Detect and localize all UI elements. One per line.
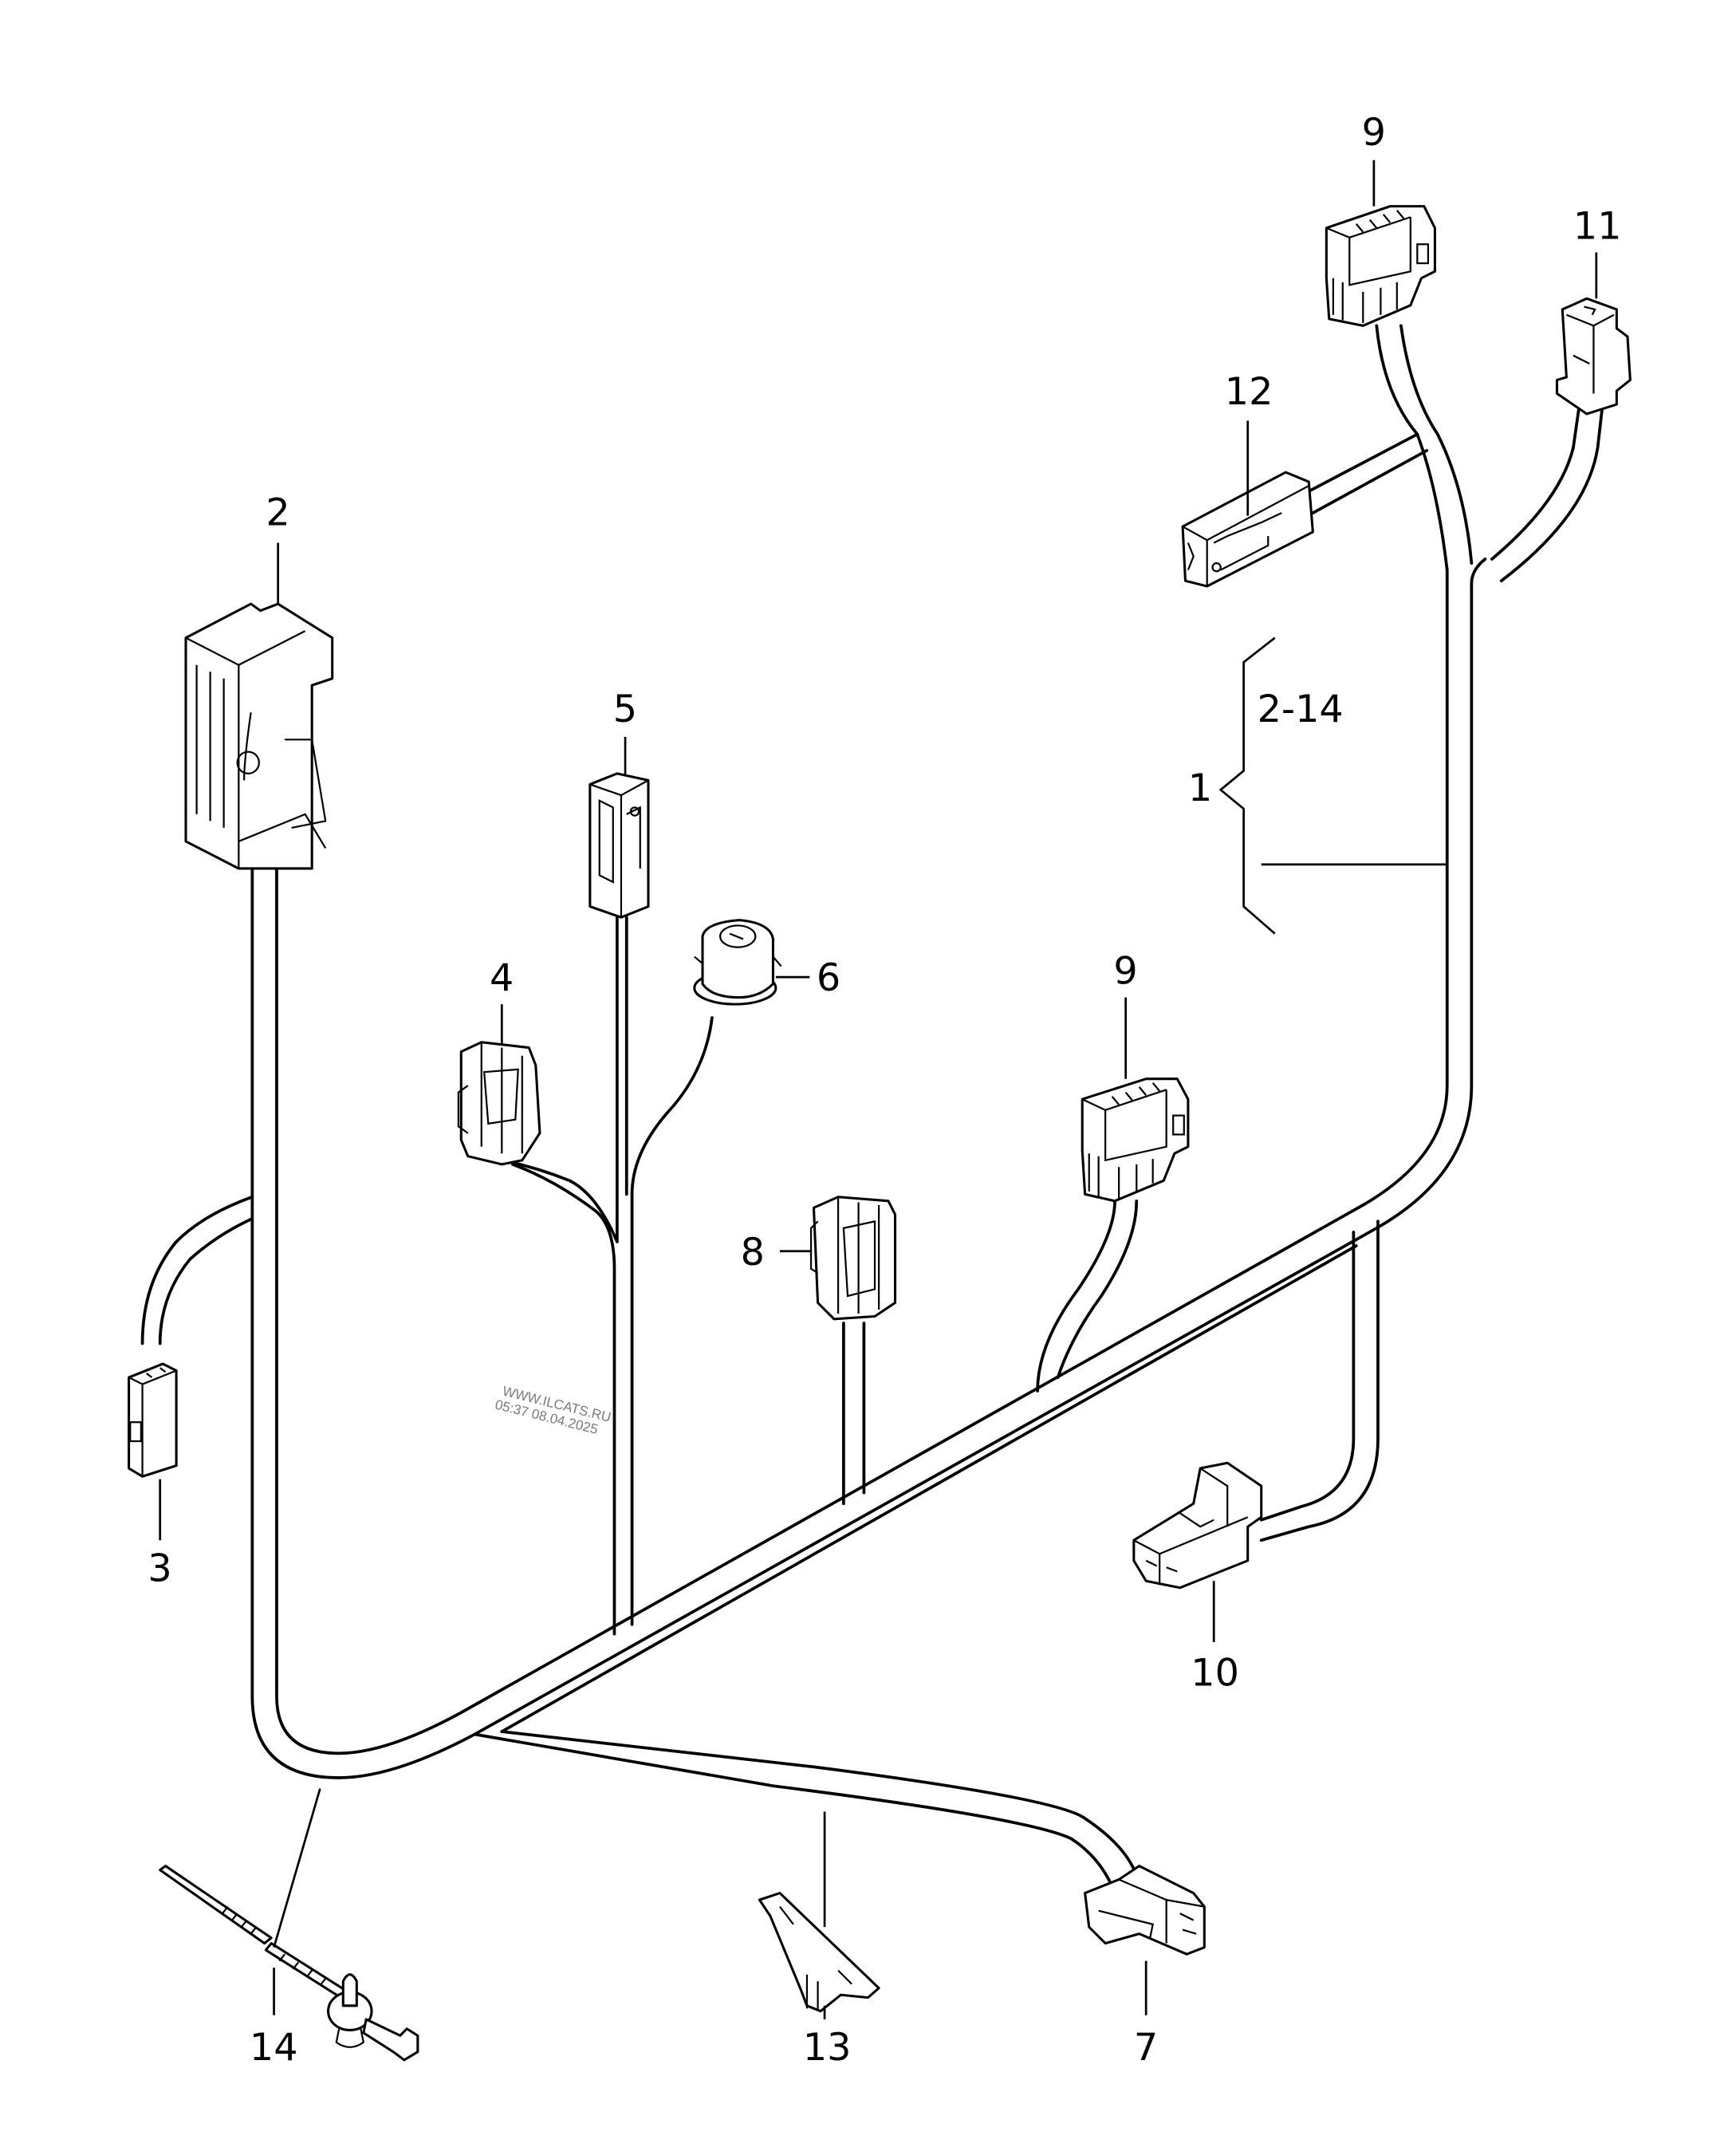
callout-9-lower[interactable]: 9 [1113, 950, 1137, 994]
connector-11[interactable] [1555, 297, 1632, 416]
connector-9-upper[interactable] [1325, 205, 1436, 327]
connector-7[interactable] [1084, 1865, 1206, 1956]
callout-labels: 1 2-14 2 3 4 5 6 7 8 9 9 10 11 12 13 14 [148, 111, 1621, 2070]
cable-tie-14[interactable] [159, 1865, 419, 2062]
leader-lines [159, 160, 1598, 2019]
callout-2[interactable]: 2 [266, 490, 289, 534]
callout-7[interactable]: 7 [1134, 2026, 1158, 2070]
holder-clip-13[interactable] [758, 1892, 880, 2013]
callout-4[interactable]: 4 [490, 956, 514, 1000]
callout-6[interactable]: 6 [817, 956, 840, 1000]
connector-3[interactable] [128, 1362, 178, 1478]
callout-2-14[interactable]: 2-14 [1258, 687, 1344, 731]
callout-14[interactable]: 14 [250, 2026, 298, 2070]
callout-10[interactable]: 10 [1191, 1651, 1239, 1695]
connector-6[interactable] [693, 919, 782, 1006]
connector-5[interactable] [589, 772, 650, 919]
callout-13[interactable]: 13 [803, 2026, 852, 2070]
connector-9-lower[interactable] [1081, 1078, 1190, 1203]
callout-11[interactable]: 11 [1573, 204, 1622, 248]
connector-8[interactable] [809, 1196, 897, 1321]
connector-2[interactable] [184, 602, 334, 870]
group-bracket [1218, 636, 1447, 935]
harness-trunk [140, 324, 1605, 1888]
watermark: WWW.ILCATS.RU 05:37 08.04.2025 [494, 1384, 612, 1437]
callout-8[interactable]: 8 [741, 1231, 765, 1274]
callout-12[interactable]: 12 [1225, 370, 1273, 414]
callout-1[interactable]: 1 [1188, 766, 1212, 810]
connector-12[interactable] [1181, 471, 1314, 588]
connector-4[interactable] [457, 1041, 541, 1166]
callout-5[interactable]: 5 [613, 687, 637, 731]
callout-3[interactable]: 3 [148, 1546, 171, 1590]
callout-9-upper[interactable]: 9 [1362, 111, 1386, 155]
connector-10[interactable] [1132, 1461, 1263, 1590]
